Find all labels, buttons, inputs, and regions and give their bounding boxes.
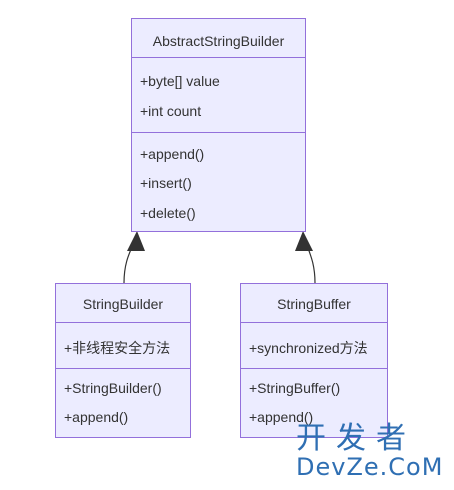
attributes-divider — [56, 368, 190, 369]
class-string-buffer: StringBuffer +synchronized方法 +StringBuff… — [240, 283, 388, 438]
inheritance-arrowhead-right — [295, 231, 313, 251]
attributes-divider — [241, 368, 387, 369]
attribute-item: +synchronized方法 — [249, 340, 368, 356]
method-item: +append() — [140, 146, 205, 162]
attribute-item: +byte[] value — [140, 73, 220, 89]
method-item: +insert() — [140, 175, 192, 191]
attribute-item: +非线程安全方法 — [64, 340, 171, 356]
method-item: +append() — [249, 409, 314, 425]
method-item: +delete() — [140, 205, 196, 221]
class-abstract-string-builder: AbstractStringBuilder +byte[] value +int… — [131, 18, 306, 232]
class-name: StringBuffer — [277, 296, 351, 312]
attributes-divider — [132, 132, 305, 133]
inheritance-arrowhead-left — [127, 231, 145, 251]
header-divider — [132, 57, 305, 58]
attribute-item: +int count — [140, 103, 202, 119]
class-name: AbstractStringBuilder — [152, 33, 285, 49]
header-divider — [241, 322, 387, 323]
class-string-builder: StringBuilder +非线程安全方法 +StringBuilder() … — [55, 283, 191, 438]
class-name: StringBuilder — [82, 296, 164, 312]
header-divider — [56, 322, 190, 323]
method-item: +append() — [64, 409, 129, 425]
watermark-english: DevZe.CoM — [296, 453, 444, 481]
method-item: +StringBuilder() — [64, 380, 162, 396]
method-item: +StringBuffer() — [249, 380, 341, 396]
watermark-chinese: 开发者 — [296, 421, 416, 456]
